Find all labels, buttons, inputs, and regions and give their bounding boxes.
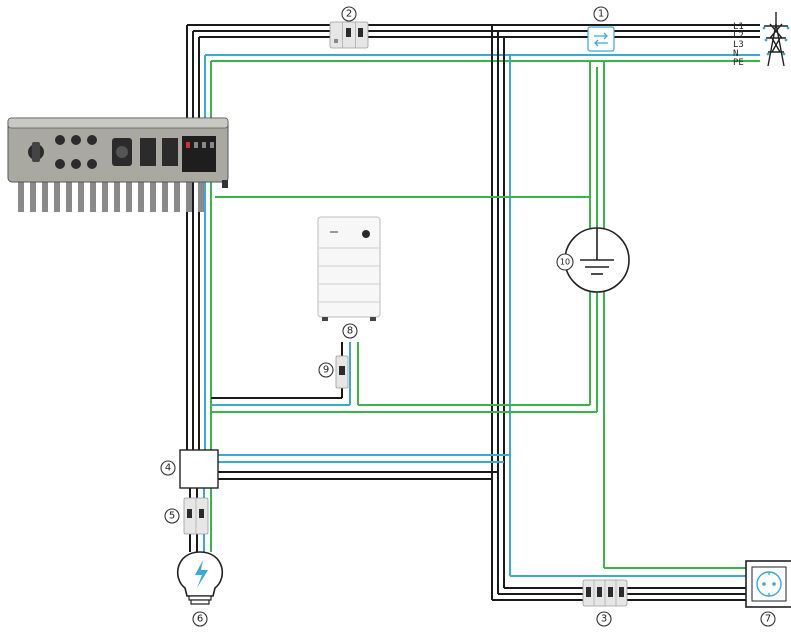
callout-3: 3 [596, 611, 612, 627]
callout-5: 5 [164, 508, 180, 524]
socket-earth-wire [603, 61, 748, 569]
breaker-5 [183, 497, 209, 535]
grid-label-l2: L2 [733, 31, 744, 41]
callout-6: 6 [192, 611, 208, 627]
callout-10: 10 [556, 253, 574, 271]
breaker-3 [582, 579, 628, 607]
junction-box [179, 449, 219, 489]
earth-ground-icon [564, 227, 630, 293]
socket-outlet-icon [745, 560, 791, 608]
junction-to-house [218, 454, 510, 480]
battery-wiring [211, 342, 597, 413]
bidirectional-meter-icon [587, 26, 615, 52]
callout-1-label: 1 [598, 9, 604, 20]
callout-7-label: 7 [765, 614, 771, 625]
callout-10-label: 10 [560, 258, 570, 267]
earth-connections [215, 61, 605, 412]
battery-storage-icon [317, 216, 381, 321]
callout-4: 4 [160, 460, 176, 476]
power-pylon-icon [762, 12, 790, 67]
grid-label-pe: PE [733, 58, 744, 68]
callout-8-label: 8 [347, 326, 353, 337]
callout-2: 2 [341, 6, 357, 22]
grid-label-l1: L1 [733, 22, 744, 32]
house-bus-vertical [491, 25, 748, 601]
grid-label-n: N [733, 49, 738, 59]
light-bulb-icon [176, 551, 224, 605]
callout-6-label: 6 [197, 614, 203, 625]
breaker-2 [329, 21, 369, 49]
grid-label-l3: L3 [733, 40, 744, 50]
callout-9: 9 [318, 362, 334, 378]
callout-3-label: 3 [601, 614, 607, 625]
inverter-ac-bus [186, 25, 212, 455]
callout-8: 8 [342, 323, 358, 339]
callout-9-label: 9 [323, 365, 329, 376]
breaker-9 [335, 355, 349, 389]
callout-4-label: 4 [165, 463, 171, 474]
callout-5-label: 5 [169, 511, 175, 522]
callout-7: 7 [760, 611, 776, 627]
hybrid-inverter-icon [7, 117, 229, 212]
grid-bus-top [187, 24, 760, 62]
callout-2-label: 2 [346, 9, 352, 20]
callout-1: 1 [593, 6, 609, 22]
